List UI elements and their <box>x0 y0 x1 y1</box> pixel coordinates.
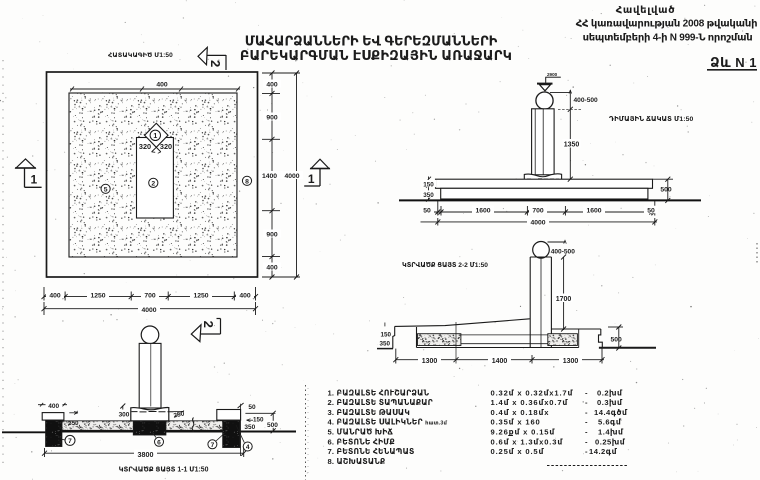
svg-text:7: 7 <box>68 438 72 445</box>
svg-text:ՄԱՀԱՐՁԱՆՆԵՐԻ ԵՎ ԳԵՐԵԶՄԱՆՆԵՐԻ: ՄԱՀԱՐՁԱՆՆԵՐԻ ԵՎ ԳԵՐԵԶՄԱՆՆԵՐԻ <box>245 34 498 49</box>
svg-text:320: 320 <box>160 142 172 151</box>
svg-text:400-500: 400-500 <box>551 249 576 256</box>
svg-text:ՀՀ կառավարության 2008 թվականի: ՀՀ կառավարության 2008 թվականի <box>576 19 758 30</box>
svg-text:5.6գմ: 5.6գմ <box>598 418 622 427</box>
svg-text:14.4գծմ: 14.4գծմ <box>594 408 628 417</box>
svg-text:0.25մ x 0.5մ: 0.25մ x 0.5մ <box>491 447 545 456</box>
svg-text:0.2խմ: 0.2խմ <box>597 388 623 397</box>
svg-text:0.4մ x 0.18մx: 0.4մ x 0.18մx <box>491 408 550 417</box>
svg-text:ՀԱՏԱԿԱԳԻԾ Մ1:50: ՀԱՏԱԿԱԳԻԾ Մ1:50 <box>108 52 173 59</box>
svg-text:4000: 4000 <box>530 220 545 227</box>
svg-text:ԿՏՐՎԱԾՔ ՑԱՅՏ 2-2 Մ1:50: ԿՏՐՎԱԾՔ ՑԱՅՏ 2-2 Մ1:50 <box>402 262 488 269</box>
svg-text:1250: 1250 <box>193 292 208 299</box>
svg-text:1: 1 <box>153 133 157 140</box>
svg-text:5: 5 <box>104 186 108 193</box>
svg-text:50: 50 <box>248 404 256 411</box>
svg-text:700: 700 <box>144 292 156 299</box>
svg-text:-: - <box>585 447 588 456</box>
svg-text:50: 50 <box>647 207 655 214</box>
svg-text:ԲԱՐԵԿԱՐԳՄԱՆ ԷՍՔԻԶԱՅԻՆ ԱՌԱՋԱՐԿ: ԲԱՐԵԿԱՐԳՄԱՆ ԷՍՔԻԶԱՅԻՆ ԱՌԱՋԱՐԿ <box>240 48 512 63</box>
svg-text:500: 500 <box>267 422 278 429</box>
svg-text:1400: 1400 <box>262 173 277 180</box>
svg-text:350: 350 <box>423 192 434 199</box>
svg-text:4000: 4000 <box>141 307 156 314</box>
svg-text:50: 50 <box>423 207 431 214</box>
svg-text:9.26քմ x 0.15մ: 9.26քմ x 0.15մ <box>491 428 556 437</box>
svg-text:1300: 1300 <box>422 358 438 365</box>
svg-text:150: 150 <box>423 181 434 188</box>
svg-text:2900: 2900 <box>547 72 558 77</box>
svg-text:1: 1 <box>308 172 315 186</box>
svg-text:400: 400 <box>49 292 61 299</box>
svg-text:900: 900 <box>266 114 278 121</box>
svg-text:0.3խմ: 0.3խմ <box>597 398 623 407</box>
svg-text:1350: 1350 <box>564 142 580 149</box>
svg-text:7. ԲԵՏՈՆԵ ՀԵՆԱՊԱՏ: 7. ԲԵՏՈՆԵ ՀԵՆԱՊԱՏ <box>328 447 415 456</box>
svg-text:0.6մ x 1.3մx0.3մ: 0.6մ x 1.3մx0.3մ <box>491 437 564 446</box>
svg-text:2: 2 <box>151 181 155 188</box>
svg-text:3. ԲԱԶԱԼՏԵ ԹԱՍԱԿ: 3. ԲԱԶԱԼՏԵ ԹԱՍԱԿ <box>328 408 410 417</box>
svg-text:250: 250 <box>173 410 185 419</box>
svg-text:1.4խմ: 1.4խմ <box>598 428 624 437</box>
svg-text:500: 500 <box>611 337 623 344</box>
svg-text:5. ՄԱՆՐԱԾ ԽԻՃ: 5. ՄԱՆՐԱԾ ԽԻՃ <box>328 428 394 437</box>
svg-text:400: 400 <box>266 81 278 88</box>
svg-text:7: 7 <box>211 442 215 449</box>
svg-text:320: 320 <box>139 142 151 151</box>
svg-text:-: - <box>585 428 588 437</box>
svg-text:2: 2 <box>201 321 216 328</box>
svg-text:4. ԲԱԶԱԼՏԵ ՍԱԼԻԿՆԵՐ հատ.3մ: 4. ԲԱԶԱԼՏԵ ՍԱԼԻԿՆԵՐ հատ.3մ <box>328 418 448 427</box>
svg-text:400: 400 <box>266 264 278 271</box>
svg-text:-: - <box>585 418 588 427</box>
svg-text:14.2գմ: 14.2գմ <box>589 447 618 456</box>
svg-text:350: 350 <box>68 421 79 427</box>
svg-text:1250: 1250 <box>90 292 105 299</box>
svg-text:ԿՏՐՎԱԾՔ ՑԱՅՏ 1-1 Մ1:50: ԿՏՐՎԱԾՔ ՑԱՅՏ 1-1 Մ1:50 <box>119 466 209 473</box>
svg-text:սեպտեմբերի 4-ի N 999-Ն որոշման: սեպտեմբերի 4-ի N 999-Ն որոշման <box>583 33 753 44</box>
svg-text:1: 1 <box>31 173 38 187</box>
svg-text:1300: 1300 <box>563 358 579 365</box>
svg-text:400: 400 <box>48 403 59 410</box>
svg-text:0.35մ x 160: 0.35մ x 160 <box>491 418 541 427</box>
svg-text:400: 400 <box>239 292 251 299</box>
svg-text:-: - <box>585 388 588 397</box>
svg-text:1. ԲԱԶԱԼՏԵ ՀՈՒՇԱՐՁԱՆ: 1. ԲԱԶԱԼՏԵ ՀՈՒՇԱՐՁԱՆ <box>328 388 430 397</box>
svg-text:-: - <box>585 437 588 446</box>
svg-text:4000: 4000 <box>284 173 299 180</box>
svg-text:900: 900 <box>266 231 278 238</box>
svg-text:1700: 1700 <box>556 296 572 303</box>
svg-text:350: 350 <box>380 341 391 348</box>
svg-text:2: 2 <box>208 60 223 67</box>
svg-text:-: - <box>585 408 588 417</box>
svg-text:150: 150 <box>381 332 392 339</box>
svg-text:700: 700 <box>532 207 544 214</box>
svg-text:Հավելված: Հավելված <box>616 5 676 16</box>
svg-text:4: 4 <box>246 444 250 451</box>
svg-text:-: - <box>585 398 588 407</box>
svg-text:6. ԲԵՏՈՆԵ ՀԻՄՔ: 6. ԲԵՏՈՆԵ ՀԻՄՔ <box>328 437 395 446</box>
svg-text:1400: 1400 <box>492 358 508 365</box>
svg-text:400: 400 <box>156 82 168 89</box>
svg-text:350: 350 <box>244 424 255 431</box>
svg-text:400-500: 400-500 <box>574 97 599 104</box>
svg-text:6: 6 <box>157 439 161 446</box>
svg-text:0.32մ x 0.32մx1.7մ: 0.32մ x 0.32մx1.7մ <box>491 388 574 397</box>
svg-text:2. ԲԱԶԱԼՏԵ ՏԱՊԱՆԱՔԱՐ: 2. ԲԱԶԱԼՏԵ ՏԱՊԱՆԱՔԱՐ <box>328 398 433 407</box>
svg-text:300: 300 <box>119 411 130 418</box>
svg-text:Ձև N 1: Ձև N 1 <box>710 55 757 70</box>
svg-text:0.25խմ: 0.25խմ <box>595 437 626 446</box>
svg-text:1.4մ x 0.36մx0.7մ: 1.4մ x 0.36մx0.7մ <box>491 398 569 407</box>
svg-text:1600: 1600 <box>475 207 490 214</box>
svg-text:8. ԱՇԽԱՏԱՆՔ: 8. ԱՇԽԱՏԱՆՔ <box>328 457 386 466</box>
svg-text:500: 500 <box>660 186 672 193</box>
svg-text:1600: 1600 <box>586 207 601 214</box>
svg-text:8: 8 <box>245 178 249 185</box>
svg-text:ԴԻՄԱՅԻՆ ՃԱԿԱՏ Մ1:50: ԴԻՄԱՅԻՆ ՃԱԿԱՏ Մ1:50 <box>609 116 693 123</box>
svg-text:3800: 3800 <box>138 450 154 459</box>
svg-text:150: 150 <box>253 416 264 423</box>
